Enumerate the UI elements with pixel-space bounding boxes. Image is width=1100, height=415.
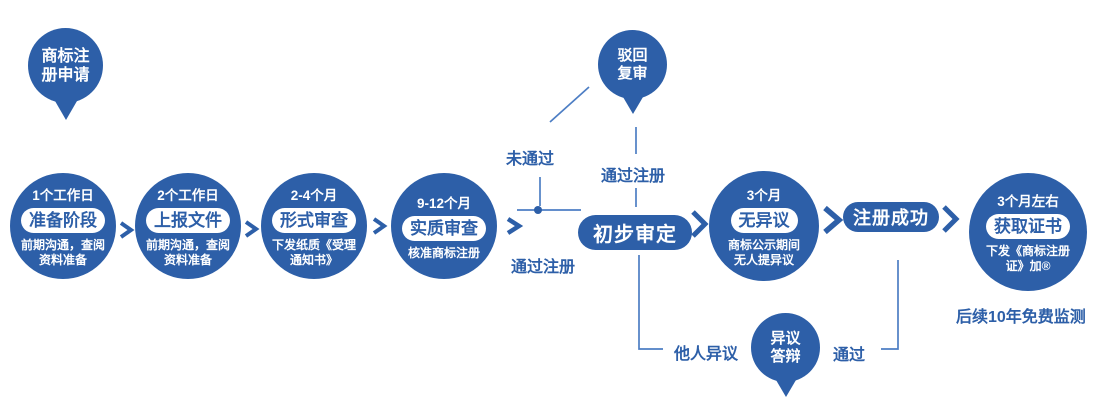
balloon-trademark-application: 商标注 册申请 [28,28,103,103]
step-duration: 1个工作日 [32,188,94,203]
step-circle-preparation: 1个工作日 准备阶段 前期沟通，查阅资料准备 [10,173,116,279]
arrow-chevron-4 [506,217,524,235]
arrow-chevron-6 [823,205,844,235]
step-duration: 3个月左右 [997,194,1059,209]
step-circle-no-objection: 3个月 无异议 商标公示期间无人提异议 [709,171,819,281]
step-title-pill: 获取证书 [986,214,1070,239]
step-circle-obtain-certificate: 3个月左右 获取证书 下发《商标注册证》加® [969,173,1087,291]
balloon-objection-defense: 异议 答辩 [751,313,820,382]
step-description: 前期沟通，查阅资料准备 [145,238,230,267]
connector-objection-left-elbow [638,255,663,350]
label-pass: 通过 [833,347,866,364]
step-title-pill: 无异议 [730,208,798,233]
arrow-chevron-1 [119,221,135,239]
pill-registration-success: 注册成功 [843,202,939,232]
arrow-chevron-2 [244,220,260,238]
label-not-passed: 未通过 [506,151,555,168]
connector-objection-right-elbow [881,260,899,350]
step-circle-formal-examination: 2-4个月 形式审查 下发纸质《受理通知书》 [261,173,367,279]
step-duration: 2个工作日 [157,188,219,203]
step-description: 商标公示期间无人提异议 [727,238,800,267]
step-description: 核准商标注册 [407,245,480,260]
label-others-objection: 他人异议 [674,346,739,363]
balloon-objection-defense-text: 异议 答辩 [770,329,801,365]
label-follow-up-monitoring: 后续10年免费监测 [956,309,1086,326]
step-title-pill: 实质审查 [402,215,486,241]
balloon-trademark-application-text: 商标注 册申请 [41,47,90,84]
arrow-chevron-3 [372,217,388,235]
step-duration: 2-4个月 [290,188,338,203]
step-description: 前期沟通，查阅资料准备 [20,238,105,267]
step-circle-substantive-examination: 9-12个月 实质审查 核准商标注册 [391,173,497,279]
step-circle-submit-documents: 2个工作日 上报文件 前期沟通，查阅资料准备 [135,173,241,279]
label-pass-registration-bottom: 通过注册 [511,259,576,276]
step-duration: 3个月 [746,188,782,203]
pill-preliminary-approval: 初步审定 [578,215,692,250]
step-title-pill: 形式审查 [272,208,356,233]
balloon-rejection-review: 驳回 复审 [598,30,667,99]
step-title-pill: 上报文件 [146,208,230,233]
step-title-pill: 准备阶段 [21,208,105,233]
step-description: 下发《商标注册证》加® [985,244,1070,273]
connector-diagonal-to-rejection [549,86,590,123]
label-pass-registration-top: 通过注册 [601,168,666,185]
balloon-rejection-review-text: 驳回 复审 [617,46,648,82]
junction-dot [534,206,542,214]
arrow-chevron-7 [942,205,960,233]
step-description: 下发纸质《受理通知书》 [271,238,356,267]
step-duration: 9-12个月 [416,195,472,211]
arrow-chevron-5 [691,210,709,238]
